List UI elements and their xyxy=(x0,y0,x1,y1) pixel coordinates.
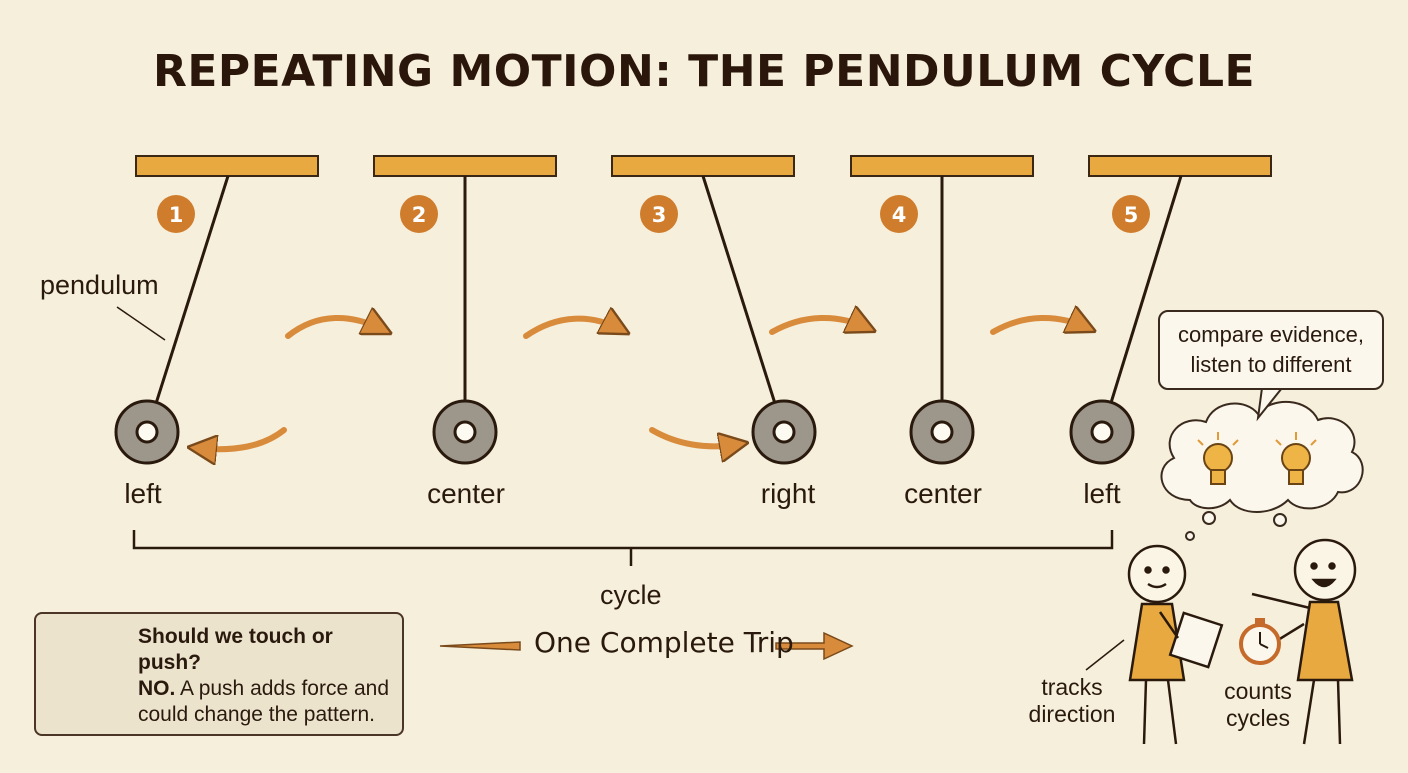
ceiling-bar-1 xyxy=(135,155,319,177)
speech-bubble: compare evidence, listen to different xyxy=(1158,310,1384,390)
student-left xyxy=(1127,544,1224,745)
ceiling-bars xyxy=(135,155,1272,177)
step-badges: 1 2 3 4 5 xyxy=(157,195,1150,233)
bob-1 xyxy=(114,399,180,465)
position-label-3: right xyxy=(760,478,816,509)
student-right xyxy=(1239,538,1357,745)
position-label-2: center xyxy=(427,478,505,509)
badge-2 xyxy=(400,195,438,233)
badge-number-3: 3 xyxy=(652,203,667,227)
cycle-bracket xyxy=(132,530,1114,566)
ceiling-bar-4 xyxy=(850,155,1034,177)
pendulum-label: pendulum xyxy=(40,270,159,300)
pendulum-bobs xyxy=(114,399,1135,465)
lightbulb-icon-right xyxy=(1275,432,1317,485)
student-left-body xyxy=(1128,602,1186,682)
cycle-label: cycle xyxy=(600,580,662,610)
student-right-body xyxy=(1296,600,1354,682)
arrow-swing-right xyxy=(649,427,740,446)
badge-number-4: 4 xyxy=(892,203,907,227)
position-label-4: center xyxy=(904,478,982,509)
speech-bubble-line-2: listen to different xyxy=(1190,352,1352,377)
badge-4 xyxy=(880,195,918,233)
student-left-label: tracks direction xyxy=(1002,674,1142,728)
position-label-5: left xyxy=(1083,478,1121,509)
bob-3 xyxy=(751,399,817,465)
stopwatch-icon xyxy=(1239,618,1281,665)
note-answer-strong: NO. xyxy=(138,677,176,700)
arrow-4-to-5 xyxy=(990,318,1088,335)
badge-number-2: 2 xyxy=(412,203,427,227)
lightbulb-icon-left xyxy=(1197,432,1239,485)
notepad-icon xyxy=(1168,611,1224,669)
student-left-label-line-2: direction xyxy=(1028,701,1116,727)
trip-label: One Complete Trip xyxy=(534,626,794,659)
student-right-label-line-1: counts xyxy=(1224,678,1292,704)
speech-bubble-tail xyxy=(1256,387,1283,422)
bob-4 xyxy=(909,399,975,465)
pendulum-strings xyxy=(145,175,1183,433)
badge-5 xyxy=(1112,195,1150,233)
tracks-leader-line xyxy=(1085,639,1125,671)
string-5 xyxy=(1100,175,1183,433)
badge-3 xyxy=(640,195,678,233)
ceiling-bar-5 xyxy=(1088,155,1272,177)
arrow-swing-left xyxy=(196,427,287,449)
trip-arrow-right xyxy=(775,631,854,661)
trip-arrows xyxy=(439,631,854,661)
trip-arrow-left xyxy=(439,641,521,651)
student-right-label-line-2: cycles xyxy=(1226,705,1290,731)
badge-1 xyxy=(157,195,195,233)
note-answer-rest: A push adds force and could change the p… xyxy=(138,677,390,726)
ceiling-bar-3 xyxy=(611,155,795,177)
speech-bubble-line-1: compare evidence, xyxy=(1178,322,1364,347)
page-title: REPEATING MOTION: THE PENDULUM CYCLE xyxy=(152,46,1256,97)
ceiling-bar-2 xyxy=(373,155,557,177)
student-right-head xyxy=(1293,538,1357,602)
thought-cloud xyxy=(1160,401,1364,541)
bob-2 xyxy=(432,399,498,465)
badge-number-5: 5 xyxy=(1124,203,1139,227)
arrow-3-to-4 xyxy=(769,318,868,335)
string-3 xyxy=(701,175,786,433)
arrow-2-to-3 xyxy=(523,319,622,339)
arrow-1-to-2 xyxy=(285,318,384,339)
note-text: Should we touch or push? NO. A push adds… xyxy=(138,624,400,728)
position-label-1: left xyxy=(124,478,162,509)
string-1 xyxy=(145,175,230,433)
note-question: Should we touch or push? xyxy=(138,625,333,674)
student-left-head xyxy=(1127,544,1187,604)
motion-arrows xyxy=(196,318,1088,449)
student-left-label-line-1: tracks xyxy=(1041,674,1103,700)
pendulum-leader-line xyxy=(116,306,166,341)
badge-number-1: 1 xyxy=(169,203,184,227)
bob-5 xyxy=(1069,399,1135,465)
no-push-note: Should we touch or push? NO. A push adds… xyxy=(34,612,404,736)
student-right-label: counts cycles xyxy=(1188,678,1328,732)
